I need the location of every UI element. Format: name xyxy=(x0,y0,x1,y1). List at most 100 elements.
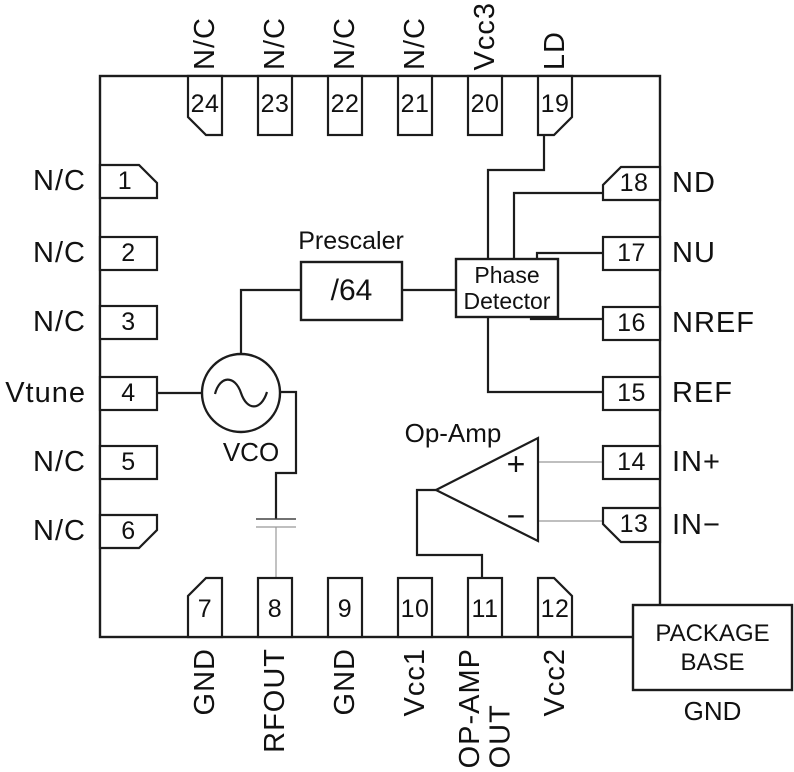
pin-20-label: Vcc3 xyxy=(468,1,501,70)
opamp-minus-sign: − xyxy=(506,498,526,534)
prescaler-value: /64 xyxy=(330,274,373,307)
opamp-triangle xyxy=(433,436,540,543)
pin-8-number: 8 xyxy=(267,595,283,623)
pin-13-shape xyxy=(601,506,662,544)
thin-wires xyxy=(275,461,608,578)
pin-2-shape xyxy=(98,235,159,272)
pin-1-shape xyxy=(98,163,159,200)
pin-9-shape xyxy=(326,576,364,639)
pin-5-shape xyxy=(98,444,159,481)
pin-7-number: 7 xyxy=(197,595,213,623)
package-base-ground-label: GND xyxy=(683,696,742,726)
opamp-label: Op-Amp xyxy=(404,418,502,448)
pin-12-label-box: Vcc2 xyxy=(520,648,590,772)
pin-18-shape xyxy=(601,165,662,202)
package-body-outline xyxy=(98,74,662,639)
pin-shapes xyxy=(98,74,662,639)
pin-20-shape xyxy=(466,74,504,137)
pin-22-label-box: N/C xyxy=(310,0,380,70)
pin-3-shape xyxy=(98,304,159,341)
pin-5-number: 5 xyxy=(121,448,136,476)
pin-6-number: 6 xyxy=(121,517,136,545)
pin-5-label: N/C xyxy=(33,446,86,478)
pin-19-label-box: LD xyxy=(520,0,590,70)
pin-14-shape xyxy=(601,444,662,481)
pin-21-number: 21 xyxy=(400,90,430,118)
pin-11-label-box: OP-AMP OUT xyxy=(445,648,525,772)
wire-opamp-out-to-pin11 xyxy=(415,488,484,578)
prescaler-title: Prescaler xyxy=(298,227,404,255)
pin-24-number: 24 xyxy=(190,90,220,118)
pin-4-shape xyxy=(98,375,159,412)
pin-16-number: 16 xyxy=(617,309,646,337)
pin-8-label-box: RFOUT xyxy=(240,648,310,772)
pin-16-label: NREF xyxy=(672,307,755,339)
wire-vco-to-prescaler xyxy=(239,288,301,354)
phase-detector-box xyxy=(454,257,560,319)
wire-vco-to-capacitor xyxy=(274,390,298,519)
pin-7-label-box: GND xyxy=(170,648,240,772)
pin-23-label: N/C xyxy=(258,17,291,70)
pin-20-number: 20 xyxy=(470,90,500,118)
pin-3-label: N/C xyxy=(33,306,86,338)
pin-12-label: Vcc2 xyxy=(538,648,571,717)
pin-8-label: RFOUT xyxy=(258,648,291,753)
pin-15-shape xyxy=(601,375,662,412)
pin-22-shape xyxy=(326,74,364,137)
pin-9-label: GND xyxy=(328,648,361,716)
prescaler-box xyxy=(299,260,404,322)
pin-17-number: 17 xyxy=(617,239,646,267)
pin-10-label-box: Vcc1 xyxy=(380,648,450,772)
pin-18-number: 18 xyxy=(619,169,649,197)
phase-detector-label: Phase Detector xyxy=(463,262,551,314)
pin-13-number: 13 xyxy=(619,510,649,538)
pin-13-label: IN− xyxy=(672,509,721,541)
pin-17-label: NU xyxy=(672,237,716,269)
pin-23-shape xyxy=(256,74,294,137)
pin-24-label-box: N/C xyxy=(170,0,240,70)
pin-16-shape xyxy=(601,305,662,342)
pin-4-number: 4 xyxy=(121,379,136,407)
pin-7-label: GND xyxy=(188,648,221,716)
pin-2-number: 2 xyxy=(121,239,136,267)
pin-21-label-box: N/C xyxy=(380,0,450,70)
pin-20-label-box: Vcc3 xyxy=(450,0,520,70)
pin-7-shape xyxy=(186,576,224,639)
pin-11-label: OP-AMP OUT xyxy=(453,648,516,769)
pin-19-label: LD xyxy=(538,30,571,70)
pin-24-label: N/C xyxy=(188,17,221,70)
pin-2-label: N/C xyxy=(33,237,86,269)
pin-1-label: N/C xyxy=(33,165,86,197)
pin-1-number: 1 xyxy=(117,167,133,195)
opamp-plus-sign: + xyxy=(506,446,526,482)
wire-nd-to-phase-detector xyxy=(512,191,604,259)
pin-15-label: REF xyxy=(672,377,733,409)
pin-8-shape xyxy=(256,576,294,639)
pin-4-label: Vtune xyxy=(5,377,86,409)
pin-23-number: 23 xyxy=(260,90,290,118)
pin-14-label: IN+ xyxy=(672,446,721,478)
pin-10-number: 10 xyxy=(400,595,430,623)
pin-11-shape xyxy=(466,576,504,639)
pin-24-shape xyxy=(186,74,224,137)
pin-10-label: Vcc1 xyxy=(398,648,431,717)
package-base-label: PACKAGE BASE xyxy=(655,619,770,676)
pin-9-label-box: GND xyxy=(310,648,380,772)
pin-22-label: N/C xyxy=(328,17,361,70)
pin-21-shape xyxy=(396,74,434,137)
wire-ld-to-phase-detector xyxy=(486,135,546,259)
pin-6-label: N/C xyxy=(33,515,86,547)
pin-19-shape xyxy=(536,74,574,137)
pin-10-shape xyxy=(396,576,434,639)
pin-18-label: ND xyxy=(672,167,716,199)
pin-23-label-box: N/C xyxy=(240,0,310,70)
pin-19-number: 19 xyxy=(540,90,570,118)
pin-17-shape xyxy=(601,235,662,272)
pin-12-shape xyxy=(536,576,574,639)
package-base-box xyxy=(631,603,794,692)
pin-9-number: 9 xyxy=(337,595,353,623)
pin-22-number: 22 xyxy=(330,90,360,118)
pin-15-number: 15 xyxy=(617,379,646,407)
